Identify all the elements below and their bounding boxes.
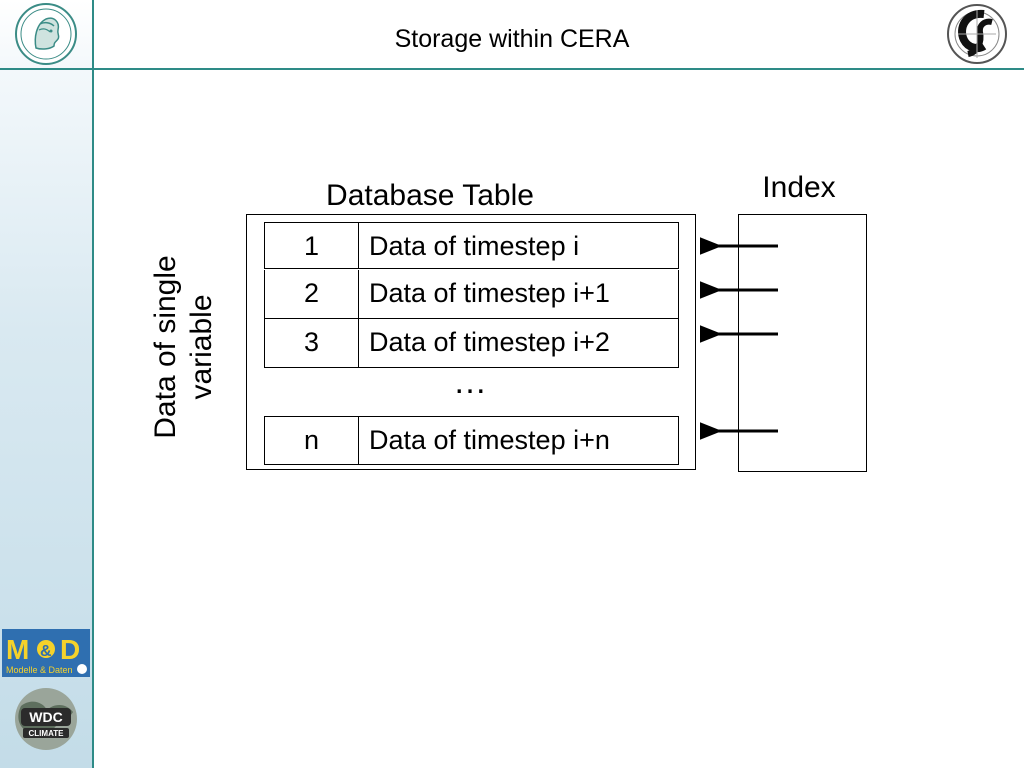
index-title: Index: [762, 171, 836, 204]
cera-logo: [944, 2, 1010, 66]
svg-text:M: M: [6, 634, 29, 665]
row-data: Data of timestep i: [369, 231, 580, 261]
ellipsis: …: [453, 363, 489, 401]
row-data: Data of timestep i+n: [369, 425, 610, 455]
index-arrows: [700, 234, 778, 443]
svg-text:D: D: [60, 634, 80, 665]
table-row: n Data of timestep i+n: [264, 416, 679, 465]
svg-text:&: &: [40, 643, 52, 660]
page-title: Storage within CERA: [394, 25, 630, 53]
max-planck-logo: [14, 2, 78, 66]
svg-text:CLIMATE: CLIMATE: [29, 729, 65, 738]
row-data: Data of timestep i+2: [369, 327, 610, 357]
row-number: 1: [265, 223, 359, 268]
database-table-title: Database Table: [326, 179, 534, 212]
row-number: 3: [265, 319, 359, 367]
header-divider: [0, 68, 1024, 70]
database-table-box: [246, 214, 696, 470]
svg-text:Modelle & Daten: Modelle & Daten: [6, 665, 73, 675]
row-number: 2: [265, 270, 359, 318]
table-row: 1 Data of timestep i: [264, 222, 679, 269]
index-box: [738, 214, 867, 472]
svg-text:WDC: WDC: [29, 709, 62, 725]
table-row: 2 Data of timestep i+1: [264, 270, 679, 319]
side-label: Data of single variable: [149, 255, 218, 439]
row-data: Data of timestep i+1: [369, 278, 610, 308]
sidebar-divider: [92, 0, 94, 768]
table-row: 3 Data of timestep i+2: [264, 319, 679, 368]
row-number: n: [265, 417, 359, 464]
m-and-d-logo: M & D Modelle & Daten: [2, 629, 90, 677]
wdc-climate-logo: WDC CLIMATE: [3, 686, 89, 752]
